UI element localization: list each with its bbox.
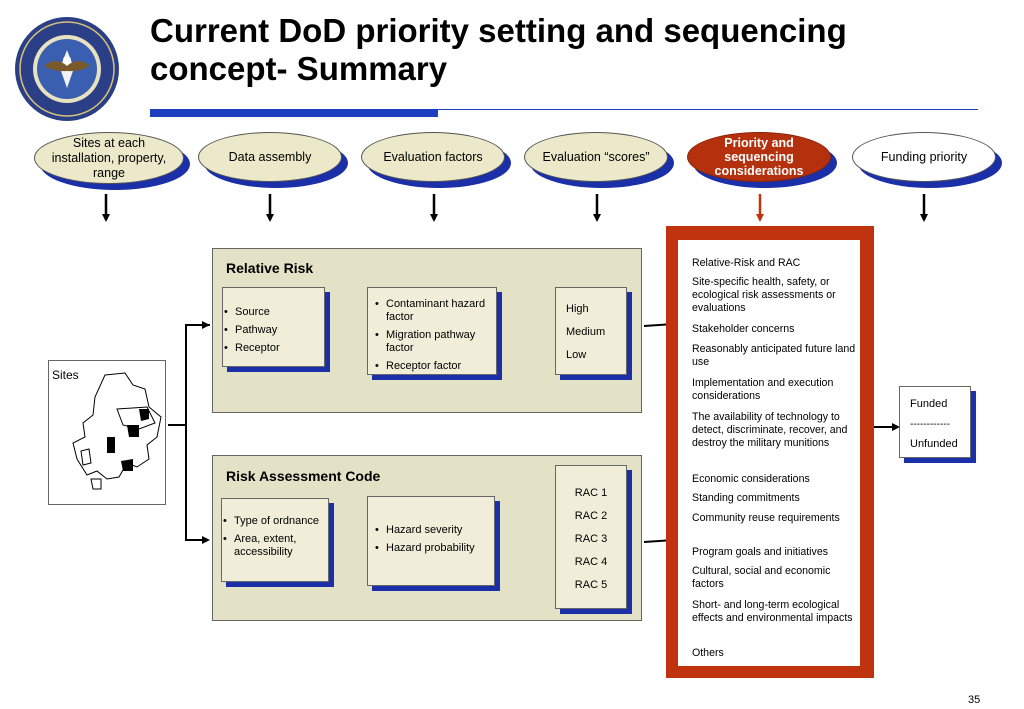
consideration-item: Stakeholder concerns [692,323,795,335]
rac-code: RAC 5 [574,579,608,591]
consideration-item: Economic considerations [692,473,810,485]
oval-sites-at-installation: Sites at each installation, property, ra… [34,132,184,184]
rr-level-medium: Medium [566,326,606,338]
rr-data-item: Receptor [223,342,324,355]
consideration-item: Short- and long-term ecological effects … [692,599,853,624]
oval-priority-considerations: Priority and sequencing considerations [687,132,831,182]
sites-map-drawing [72,372,162,490]
rr-data-item: Source [223,306,324,319]
rac-factor-item: Hazard severity [374,524,488,537]
consideration-item: Program goals and initiatives [692,546,829,558]
rac-code: RAC 4 [574,556,608,568]
page-title: Current DoD priority setting and sequenc… [150,12,847,87]
rac-codes-box: RAC 1 RAC 2 RAC 3 RAC 4 RAC 5 [555,465,627,609]
rac-code: RAC 2 [574,510,608,522]
rac-code: RAC 1 [574,487,608,499]
funding-separator: ------------ [910,419,950,430]
relative-risk-title: Relative Risk [226,260,314,276]
funding-box: Funded ------------ Unfunded [899,386,971,458]
consideration-item: Reasonably anticipated future land use [692,343,856,368]
rac-factors-box: Hazard severity Hazard probability [367,496,495,586]
oval-evaluation-scores: Evaluation “scores” [524,132,668,182]
oval-funding-priority: Funding priority [852,132,996,182]
sites-bracket [168,324,210,426]
rr-level-low: Low [566,349,587,361]
consideration-item: Others [692,647,724,659]
unfunded-label: Unfunded [910,438,958,450]
title-rule-thin [438,109,978,110]
consideration-item: Standing commitments [692,492,800,504]
sites-label: Sites [52,368,79,382]
funded-label: Funded [910,398,948,410]
relative-risk-data-box: Source Pathway Receptor [222,287,325,367]
oval-data-assembly: Data assembly [198,132,342,182]
rr-factor-item: Migration pathway factor [374,329,490,355]
consideration-item: The availability of technology to detect… [692,411,848,449]
rac-factor-item: Hazard probability [374,542,488,555]
consideration-item: Site-specific health, safety, or ecologi… [692,276,836,314]
consideration-item: Implementation and execution considerati… [692,377,834,402]
consideration-item: Community reuse requirements [692,512,840,524]
priority-considerations-list [678,240,860,666]
rac-data-box: Type of ordnance Area, extent, accessibi… [221,498,329,582]
consideration-item: Cultural, social and economic factors [692,565,831,590]
oval-evaluation-factors: Evaluation factors [361,132,505,182]
rac-code: RAC 3 [574,533,608,545]
sites-map: Sites [48,360,166,505]
page-number: 35 [968,694,981,706]
rr-data-item: Pathway [223,324,324,337]
relative-risk-factors-box: Contaminant hazard factor Migration path… [367,287,497,375]
rr-factor-item: Contaminant hazard factor [374,298,490,324]
rr-factor-item: Receptor factor [374,360,490,373]
rac-title: Risk Assessment Code [226,468,381,484]
title-rule-thick [150,109,438,117]
relative-risk-levels-box: High Medium Low [555,287,627,375]
rr-level-high: High [566,303,589,315]
rac-data-item: Area, extent, accessibility [222,533,328,559]
consideration-item: Relative-Risk and RAC [692,257,801,269]
rac-data-item: Type of ordnance [222,515,328,528]
dod-seal-logo [14,16,120,122]
